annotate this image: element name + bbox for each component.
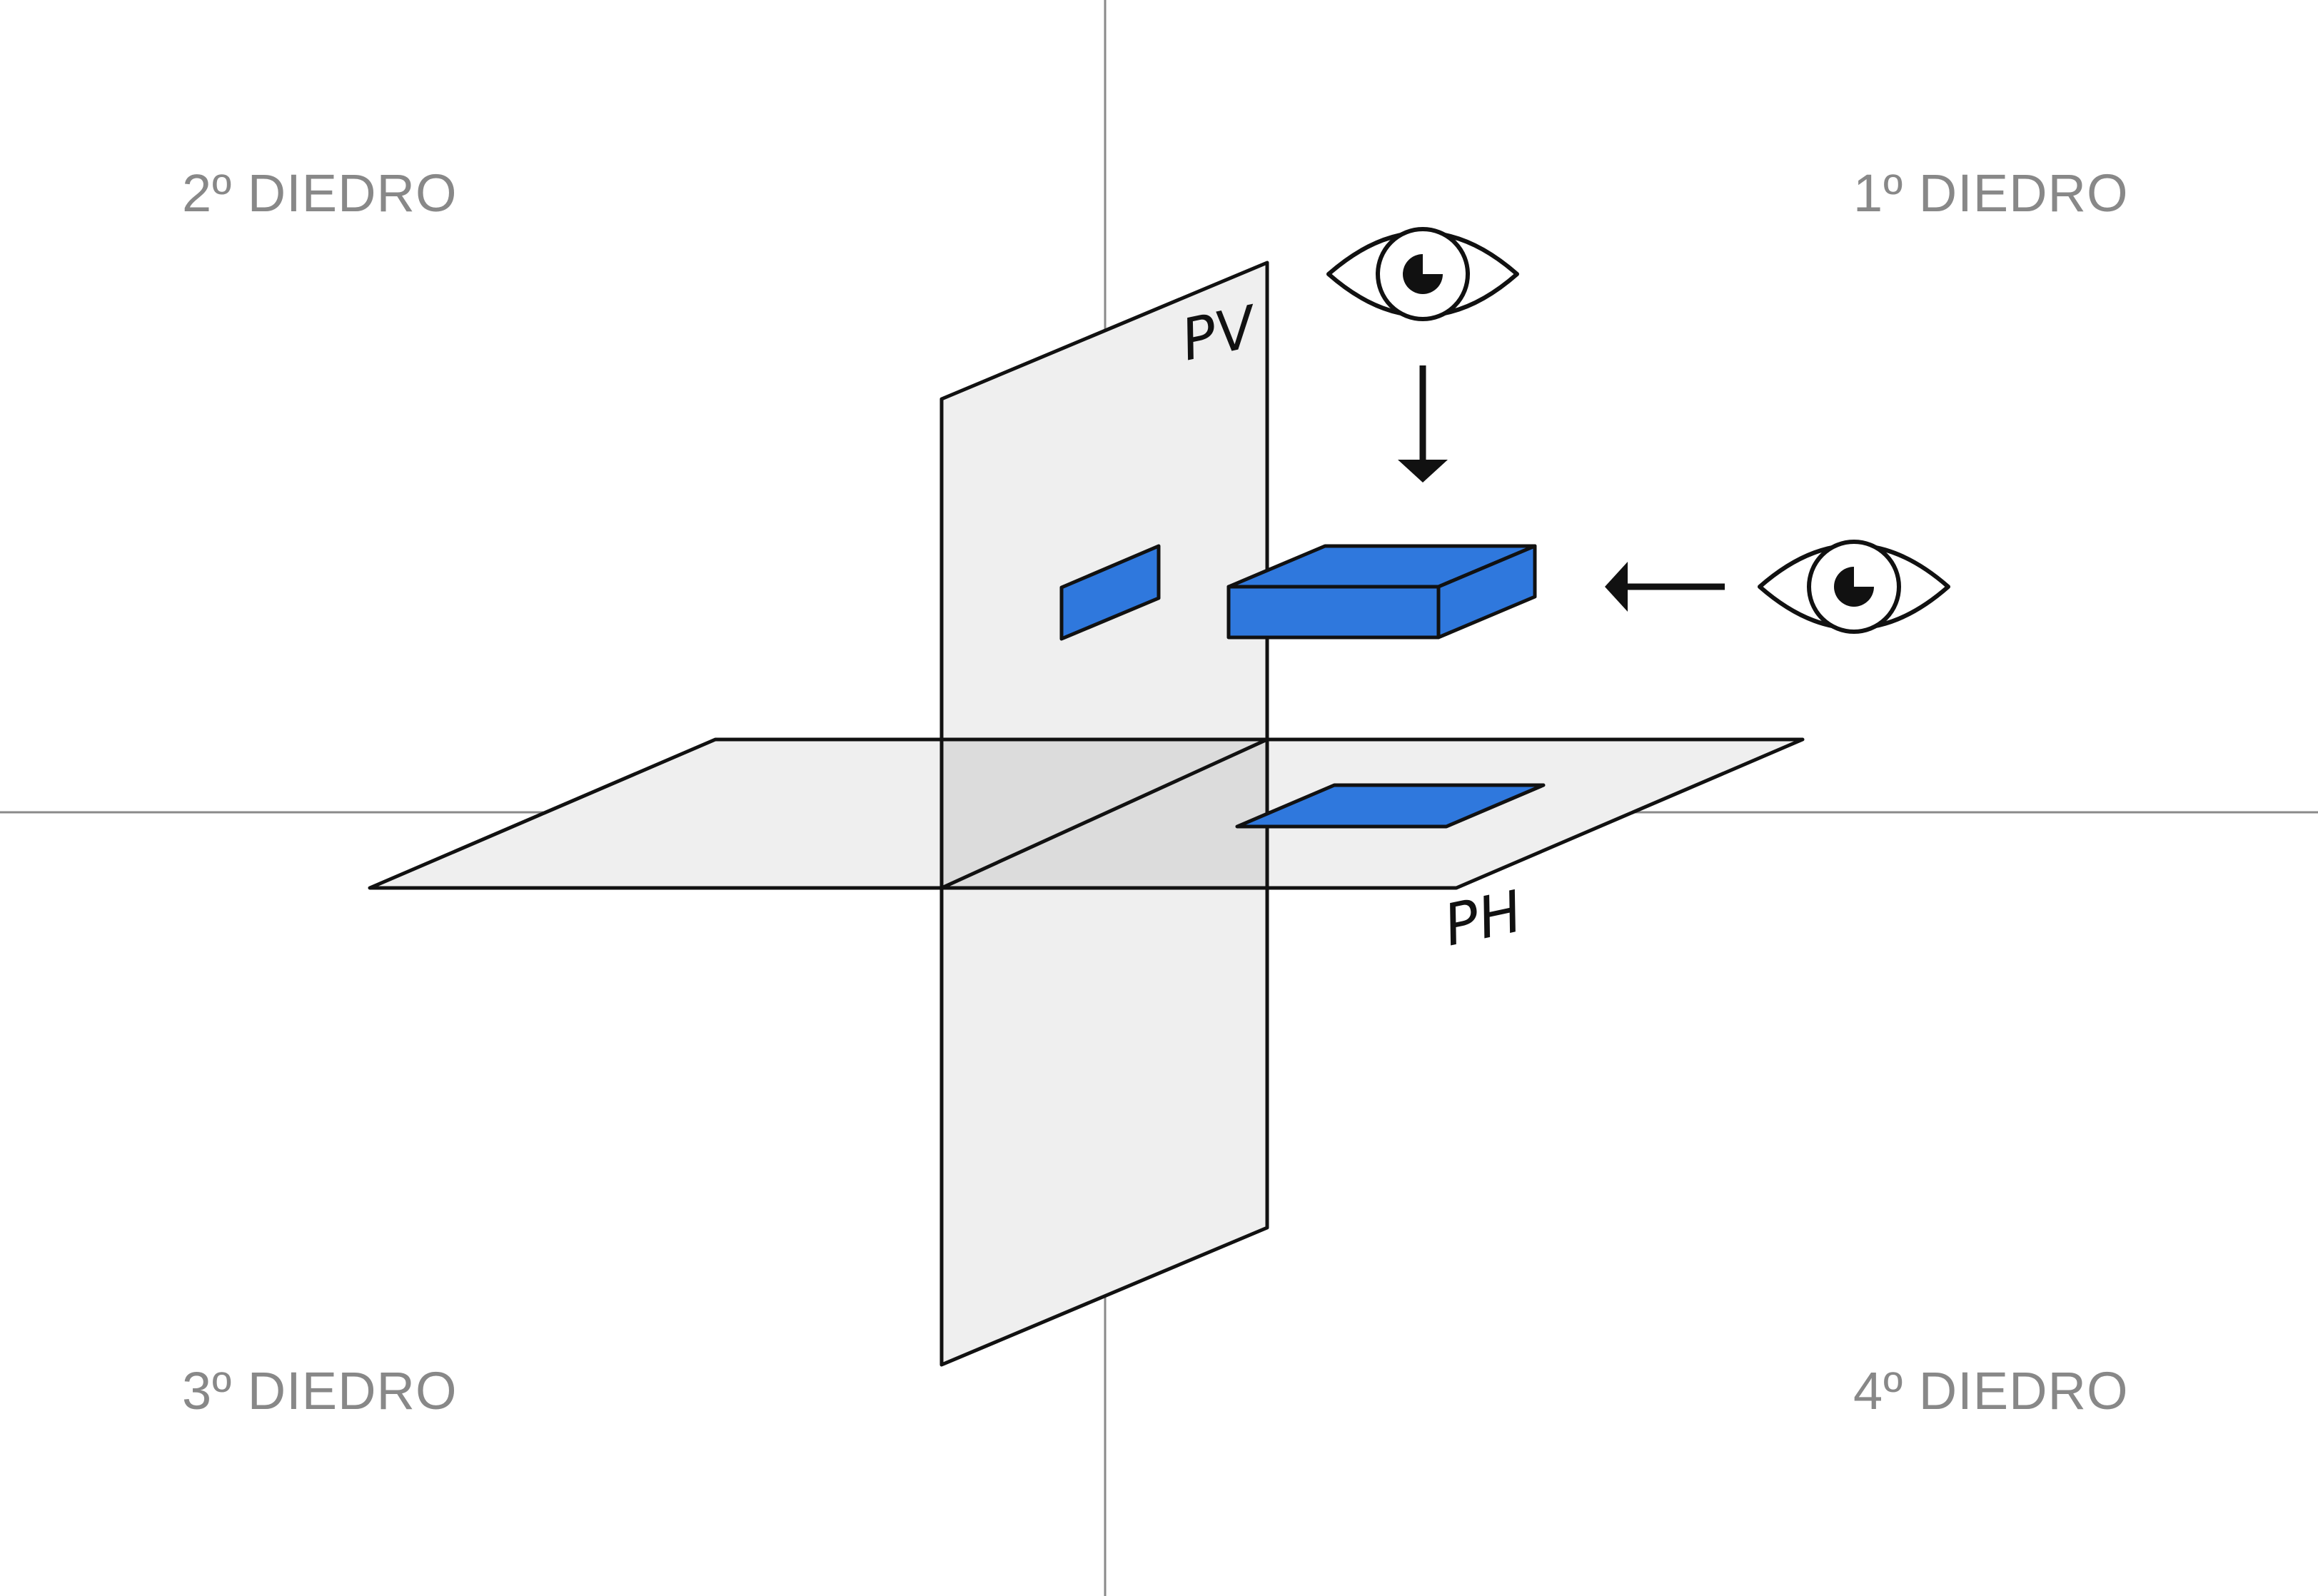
quadrant-label-4: 4º DIEDRO	[1853, 1361, 2129, 1420]
arrow-down-icon	[1398, 365, 1448, 483]
quadrant-label-2: 2º DIEDRO	[182, 163, 458, 223]
ground-line	[940, 737, 1269, 890]
quadrant-label-3: 3º DIEDRO	[182, 1361, 458, 1420]
eye-icon	[1326, 227, 1519, 321]
horizontal-projection	[1235, 783, 1546, 829]
eye-icon	[1758, 540, 1950, 634]
prism-front-face	[1226, 585, 1441, 640]
prism-object	[1226, 544, 1537, 640]
arrow-left-icon	[1605, 562, 1725, 612]
vertical-plane-label: PV	[1176, 293, 1265, 373]
prism-side-face	[1436, 544, 1537, 640]
quadrant-label-1: 1º DIEDRO	[1853, 163, 2129, 223]
vertical-projection	[1059, 544, 1161, 641]
horizontal-plane-label: PH	[1438, 878, 1528, 959]
